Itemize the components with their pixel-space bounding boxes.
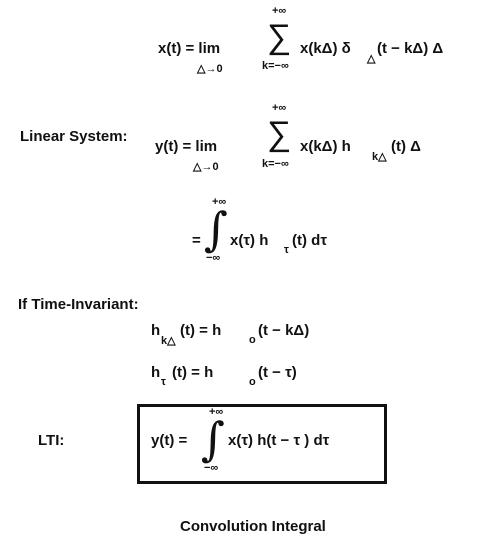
eq3-equals: =: [192, 232, 201, 249]
caption: Convolution Integral: [180, 518, 326, 535]
time-invariant-label: If Time-Invariant:: [18, 296, 139, 313]
eq1-delta-sub: △: [367, 53, 376, 65]
eq4-h: h: [151, 322, 161, 339]
eq1-sum-top: +∞: [272, 5, 287, 17]
eq4-o-sub: o: [249, 334, 256, 346]
eq5-h: h: [151, 364, 161, 381]
eq1-sum-symbol: ∑: [267, 18, 292, 56]
linear-system-label: Linear System:: [20, 128, 128, 145]
eq4-mid: (t) = h: [180, 322, 222, 339]
eq6-body: x(τ) h(t − τ ) dτ: [228, 432, 330, 449]
eq6-lhs: y(t) =: [151, 432, 188, 449]
eq4-h-sub: k△: [161, 335, 176, 347]
eq2-sum-symbol: ∑: [267, 115, 292, 153]
lti-label: LTI:: [38, 432, 65, 449]
eq2-sum-bottom: k=−∞: [262, 158, 289, 170]
eq2-tail: (t) Δ: [391, 138, 421, 155]
eq3-body: x(τ) h: [230, 232, 269, 249]
eq5-tail: (t − τ): [258, 364, 297, 381]
eq1-limit: △→0: [197, 63, 223, 75]
eq5-mid: (t) = h: [172, 364, 214, 381]
eq1-lhs: x(t) = lim: [158, 40, 221, 57]
eq2-sum-top: +∞: [272, 102, 287, 114]
eq2-limit: △→0: [193, 161, 219, 173]
eq3-h-sub: τ: [284, 244, 289, 256]
eq3-int-bottom: −∞: [206, 252, 221, 264]
eq3-tail: (t) dτ: [292, 232, 328, 249]
eq1-tail: (t − kΔ) Δ: [377, 40, 444, 57]
eq6-int-symbol: ∫: [201, 412, 225, 466]
eq1-body: x(kΔ) δ: [300, 40, 351, 57]
lti-equation-box: [137, 404, 387, 484]
eq5-o-sub: o: [249, 376, 256, 388]
eq2-lhs: y(t) = lim: [155, 138, 218, 155]
eq6-int-bottom: −∞: [204, 462, 219, 474]
eq4-tail: (t − kΔ): [258, 322, 310, 339]
eq2-h-sub: k△: [372, 151, 387, 163]
eq3-int-top: +∞: [212, 196, 227, 208]
eq5-h-sub: τ: [161, 376, 166, 388]
eq2-body: x(kΔ) h: [300, 138, 351, 155]
eq6-int-top: +∞: [209, 406, 224, 418]
eq1-sum-bottom: k=−∞: [262, 60, 289, 72]
eq3-int-symbol: ∫: [204, 202, 228, 256]
